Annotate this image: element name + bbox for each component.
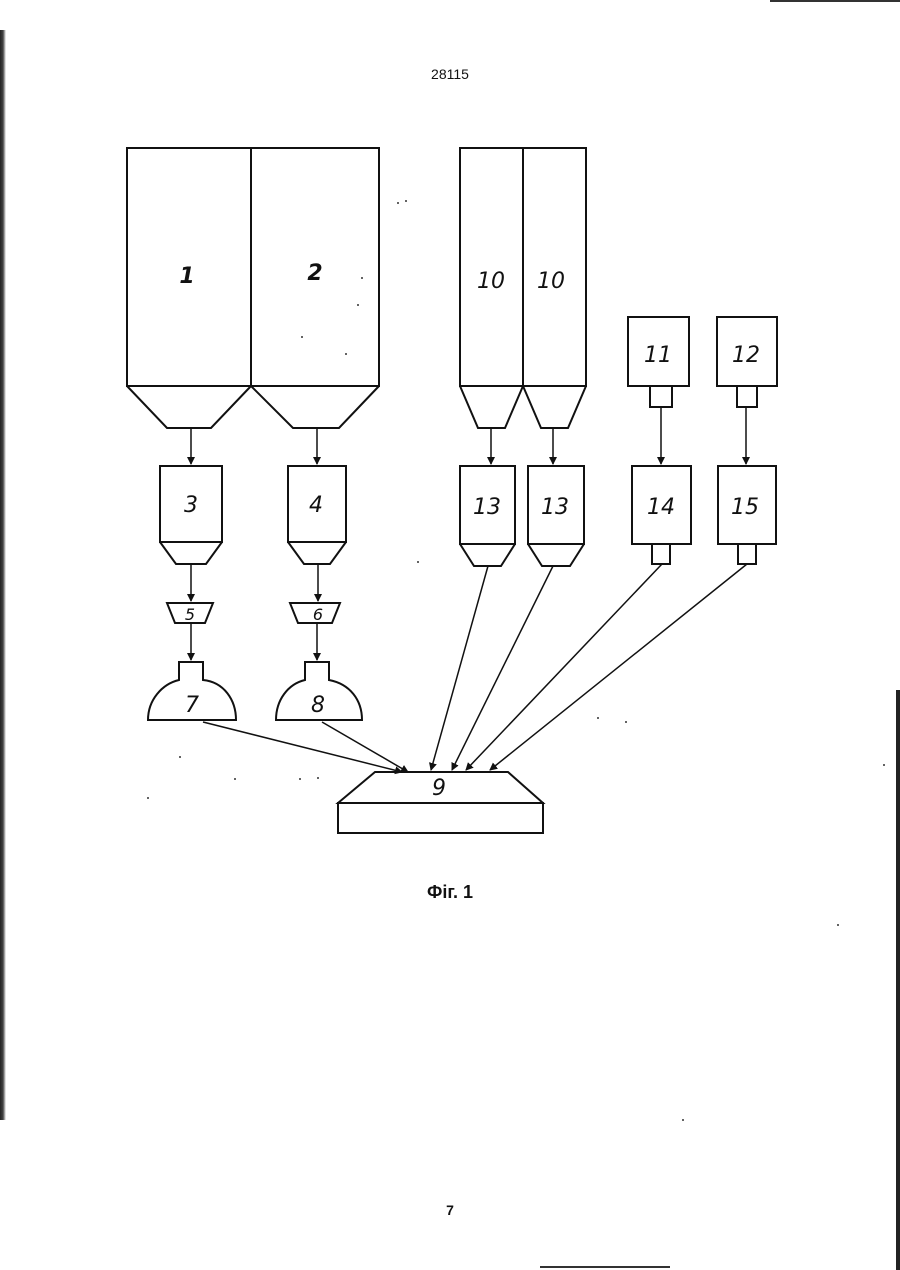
silo-2 [251, 148, 379, 428]
label-box-12: 12 [732, 343, 760, 368]
label-silo-10a: 10 [477, 269, 505, 294]
label-mill-7: 7 [185, 693, 199, 718]
label-mill-8: 8 [311, 693, 325, 718]
label-hopper-13a: 13 [473, 495, 501, 520]
flow-arrows [191, 407, 747, 772]
label-box-11: 11 [644, 343, 672, 368]
label-silo-2: 2 [307, 261, 322, 286]
label-feeder-5: 5 [185, 605, 195, 624]
label-silo-1: 1 [179, 264, 194, 289]
scan-noise [147, 200, 885, 1121]
figure-caption: Фіг. 1 [0, 882, 900, 903]
label-box-15: 15 [731, 495, 759, 520]
label-hopper-3: 3 [184, 493, 198, 518]
label-box-14: 14 [647, 495, 675, 520]
label-silo-10b: 10 [537, 269, 565, 294]
label-hopper-4: 4 [309, 493, 323, 518]
label-feeder-6: 6 [313, 605, 323, 624]
label-mixer-9: 9 [432, 776, 446, 801]
page-number: 7 [0, 1202, 900, 1218]
label-hopper-13b: 13 [541, 495, 569, 520]
